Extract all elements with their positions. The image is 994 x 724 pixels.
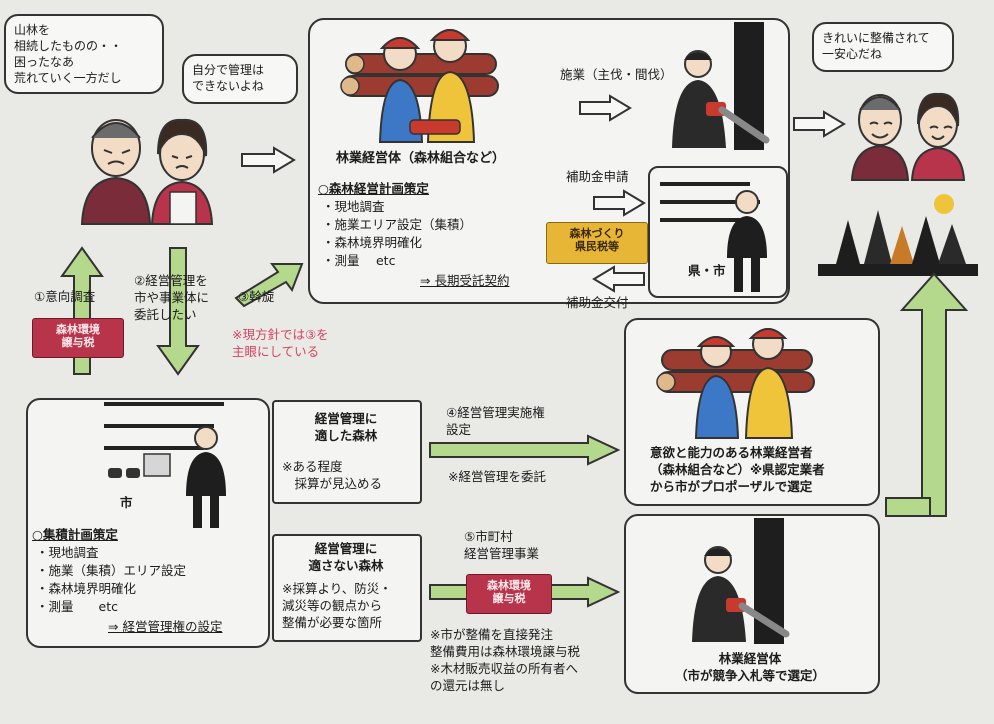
hollow-arrow-subsidy-grant [592,265,645,293]
logging-label: 施業（主伐・間伐） [560,67,673,82]
city-plan-item-3: ・森林境界明確化 [36,581,137,596]
hollow-arrow-to-logger [579,94,632,122]
green-arrow-step4 [429,434,621,466]
green-arrow-bottom-right-connector [885,497,931,517]
green-arrow-down-left [156,247,200,376]
subsidy-grant-label: 補助金交付 [566,295,629,310]
env-tax-banner-left: 森林環境 譲与税 [32,318,124,358]
plan-item-1: ・現地調査 [322,199,385,214]
bidding-operator-box [624,514,880,694]
city-plan-item-4: ・測量 etc [36,599,118,614]
unsuited-forest-box [272,534,422,642]
mediation-note: ※現方針では③を 主眼にしている [232,327,329,359]
official-city-illustration [108,426,226,528]
step5-note: ※市が整備を直接発注 整備費用は森林環境譲与税 ※木材販売収益の所有者へ の還元… [430,627,581,693]
hollow-arrow-owner-to-entity [241,146,296,174]
plan-item-4: ・測量 etc [322,253,396,268]
forest-tax-banner: 森林づくり 県民税等 [546,222,648,264]
suited-forest-title: 経営管理に 適した森林 [314,411,378,443]
city-label: 市 [120,495,133,510]
intent-survey-label: ①意向調査 [34,289,96,304]
prefecture-city-box [648,166,788,298]
official-prefecture-illustration [727,190,767,292]
owners-illustration [80,118,214,225]
chainsaw-worker-bottom-illustration [692,518,790,644]
suited-forest-box [272,400,422,504]
city-plan-item-1: ・現地調査 [36,545,99,560]
relief-bubble: きれいに整備されて 一安心だね [812,22,954,72]
owner-worry-bubble: 山林を 相続したものの・・ 困ったなあ 荒れていく一方だし [4,14,164,94]
long-term-contract: ⇒ 長期受託契約 [420,273,510,288]
green-arrow-mediation [234,263,304,308]
hollow-arrow-subsidy-apply [593,189,646,217]
cannot-manage-bubble: 自分で管理は できないよね [182,54,298,104]
owners-happy-illustration [850,92,966,181]
suited-forest-note: ※ある程度 採算が見込める [282,459,383,491]
hollow-arrow-to-owners-happy [793,110,846,138]
operators-with-logs-illustration [656,328,815,439]
request-label: ②経営管理を 市や事業体に 委託したい [134,273,210,322]
unsuited-forest-title: 経営管理に 適さない森林 [308,541,384,573]
forestry-entity-title: 林業経営体（森林組合など） [336,151,506,166]
plan-item-3: ・森林境界明確化 [322,235,423,250]
city-plan-item-2: ・施業（集積）エリア設定 [36,563,187,578]
aggregation-plan-heading: ○集積計画策定 [32,527,118,542]
forest-plan-heading: ○森林経営計画策定 [318,181,429,196]
forest-illustration [818,194,978,276]
step5-label: ⑤市町村 経営管理事業 [464,529,540,561]
capable-operator-caption: 意欲と能力のある林業経営者 （森林組合など）※県認定業者 から市がプロポーザルで… [650,445,825,494]
step4-note: ※経営管理を委託 [448,469,546,484]
workers-with-logs-illustration [340,29,499,143]
unsuited-forest-note: ※採算より、防災・ 減災等の観点から 整備が必要な箇所 [282,581,392,630]
env-tax-banner-step5: 森林環境 譲与税 [466,574,552,614]
subsidy-apply-label: 補助金申請 [566,169,629,184]
prefecture-city-label: 県・市 [688,263,726,278]
mediation-label: ③斡旋 [238,289,275,304]
plan-item-2: ・施業エリア設定（集積） [322,217,473,232]
chainsaw-worker-top-illustration [672,22,770,150]
green-arrow-up-right [899,272,969,517]
management-rights-setting: ⇒ 経営管理権の設定 [108,619,223,634]
city-box [26,398,270,648]
step4-label: ④経営管理実施権 設定 [446,405,545,437]
bidding-operator-caption: 林業経営体 （市が競争入札等で選定） [674,651,825,683]
